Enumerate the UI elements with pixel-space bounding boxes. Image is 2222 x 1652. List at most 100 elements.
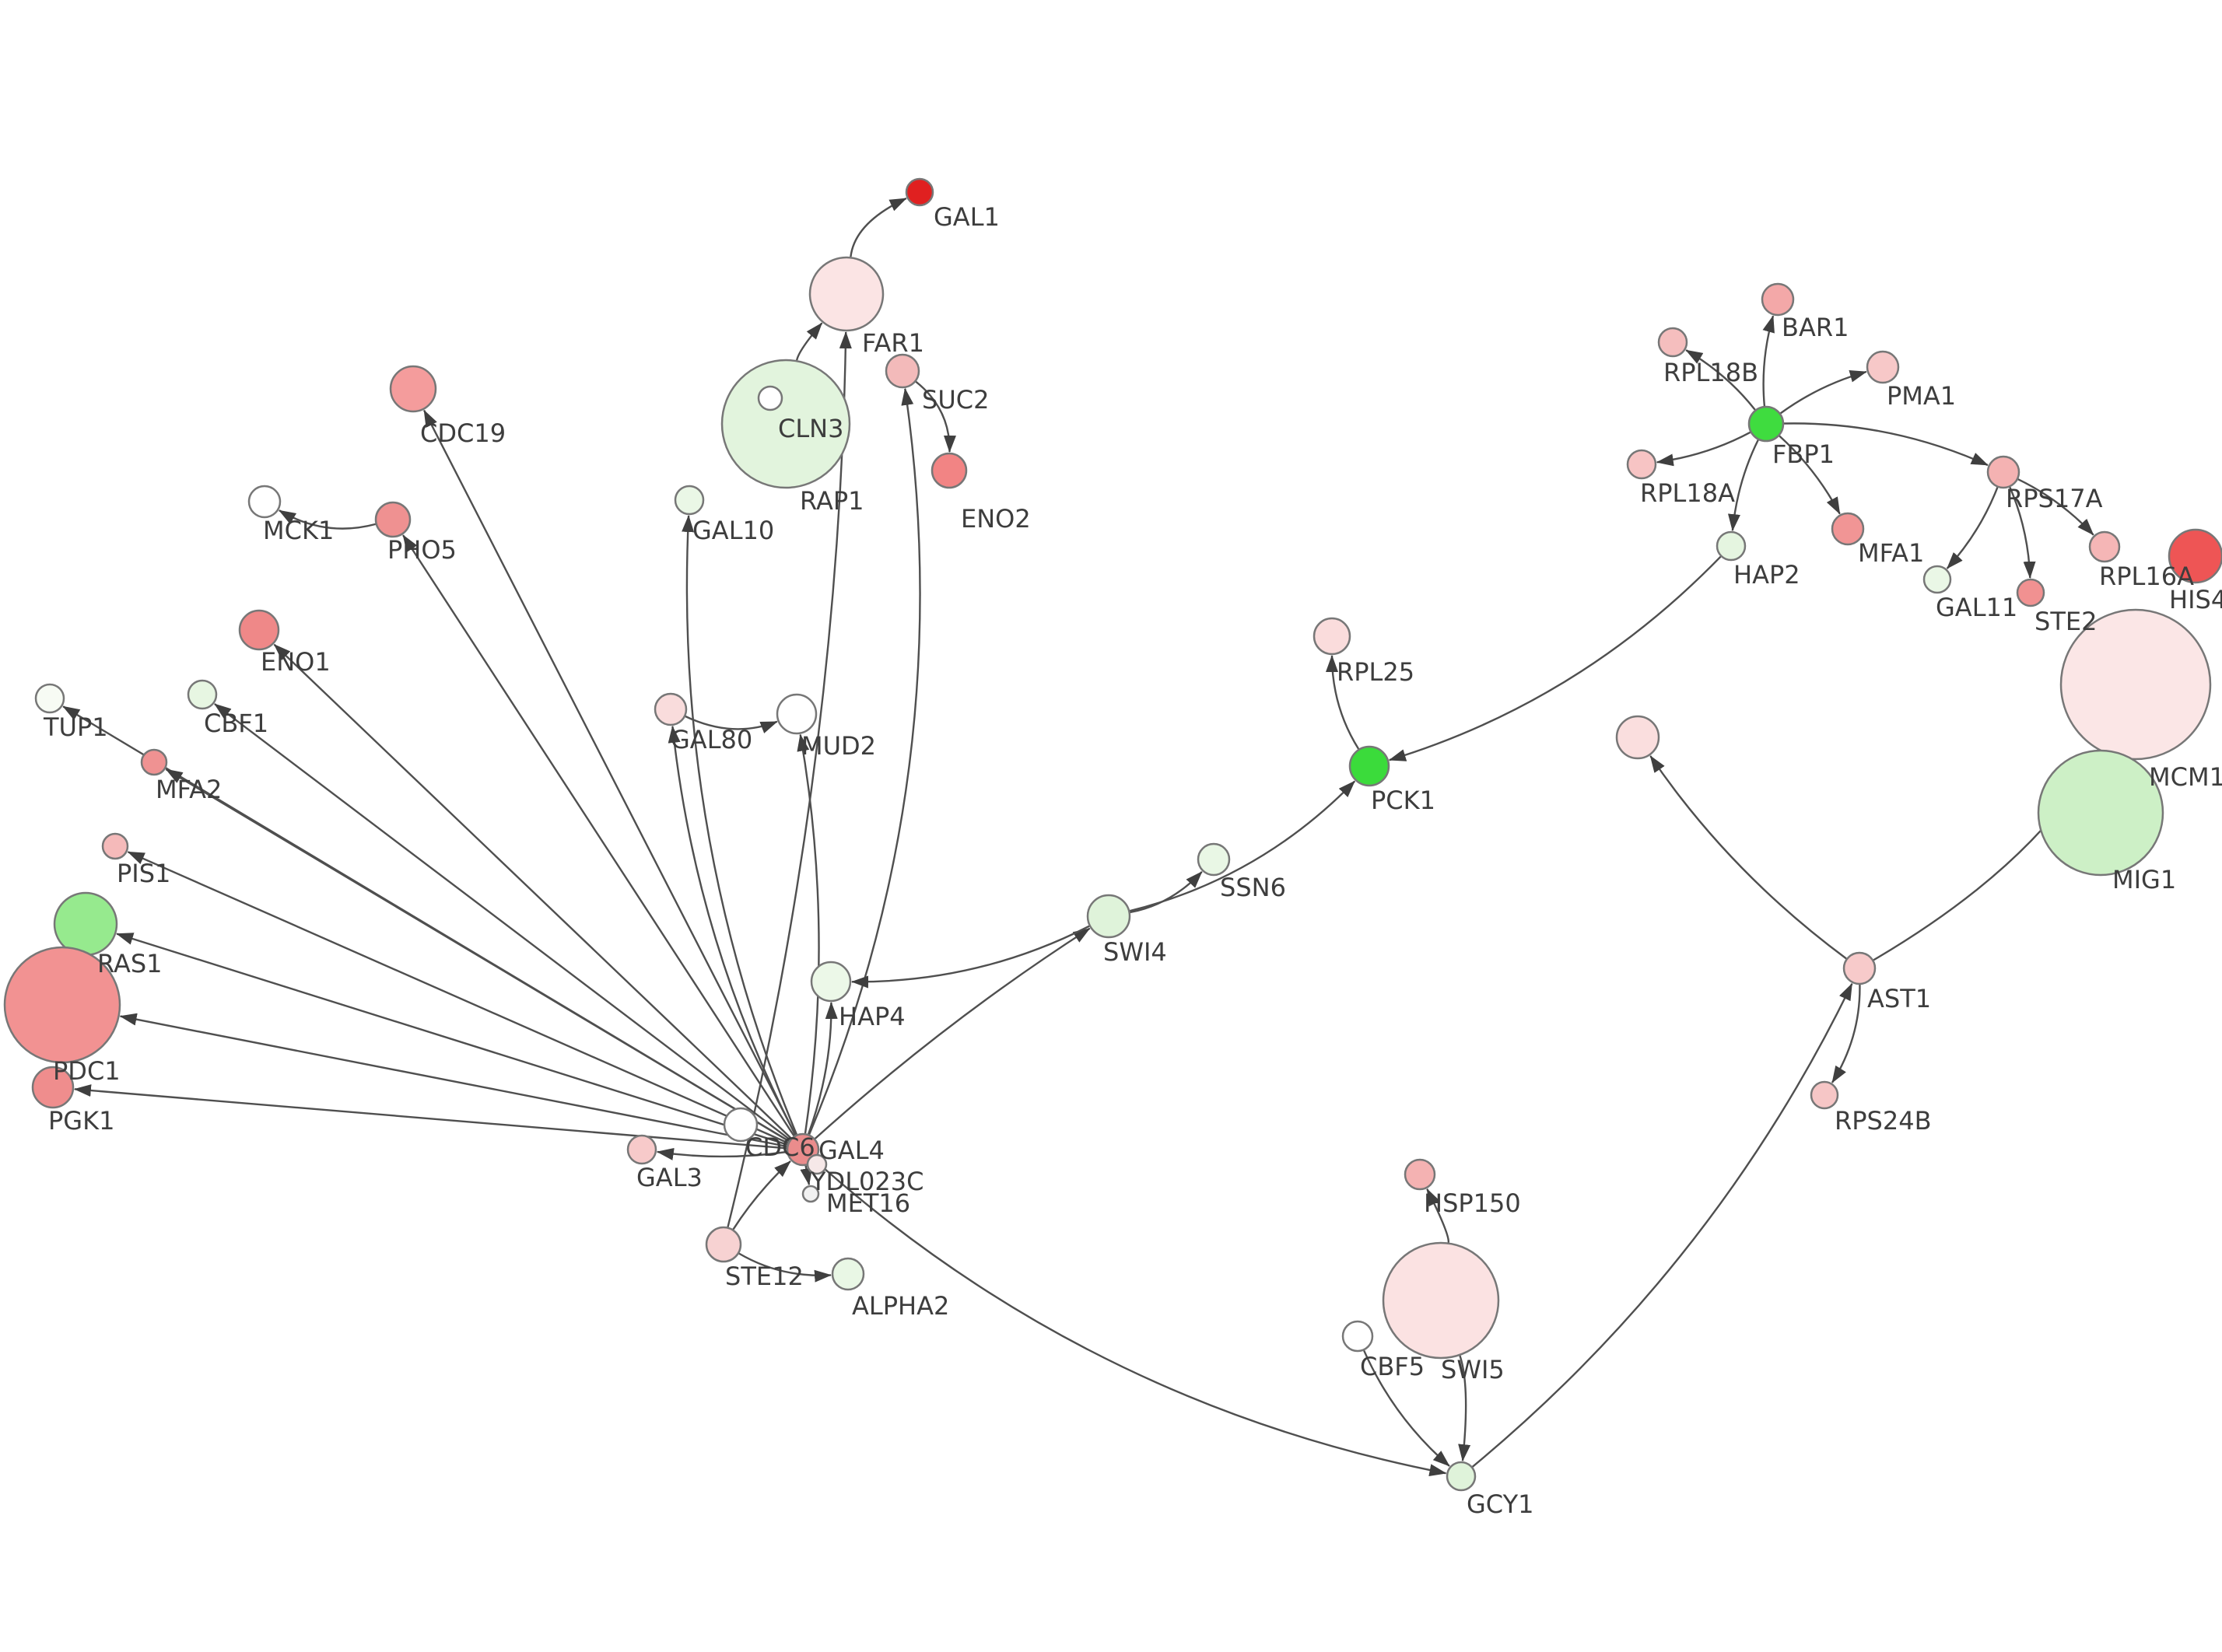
node-SWI5[interactable]	[1382, 1241, 1500, 1360]
edge-GAL4-MUD2[interactable]	[797, 733, 820, 1134]
node-YDL023C[interactable]	[806, 1153, 828, 1175]
edge-FBP1-RPS17A[interactable]	[1783, 422, 1989, 467]
edge-GAL4-CBF1[interactable]	[214, 703, 791, 1141]
edge-SWI4-PCK1[interactable]	[1129, 780, 1356, 912]
node-ENO1[interactable]	[238, 609, 280, 651]
node-PGK1[interactable]	[31, 1066, 75, 1109]
node-RPS24B[interactable]	[1810, 1080, 1839, 1110]
edge-FBP1-HAP2[interactable]	[1728, 439, 1759, 532]
edge-GAL4-GAL3[interactable]	[656, 1147, 787, 1160]
node-TUP1[interactable]	[34, 683, 65, 714]
node-FBP1[interactable]	[1747, 405, 1785, 443]
node-PIS1[interactable]	[101, 832, 129, 860]
node-HAP4[interactable]	[810, 961, 852, 1003]
edge-GAL80-MUD2[interactable]	[685, 715, 778, 733]
edge-CBF5-GCY1[interactable]	[1363, 1349, 1450, 1467]
node-RPL25[interactable]	[1313, 617, 1351, 656]
node-HAP2[interactable]	[1716, 530, 1747, 562]
node-MCM1[interactable]	[2059, 608, 2212, 761]
edge-GAL4-SUC2[interactable]	[808, 387, 921, 1136]
edge-GAL4-CDC19[interactable]	[423, 409, 797, 1136]
edge-SWI5-HSP150[interactable]	[1426, 1188, 1450, 1243]
node-GCY1[interactable]	[1446, 1461, 1477, 1492]
edge-RPS17A-GAL11[interactable]	[1946, 487, 1999, 569]
edge-HAP2-PCK1[interactable]	[1388, 555, 1722, 761]
edge-FBP1-RPL18B[interactable]	[1685, 349, 1756, 411]
node-RPL18B[interactable]	[1657, 327, 1688, 358]
node-RPL16A[interactable]	[2088, 530, 2121, 563]
node-HSP150[interactable]	[1404, 1158, 1436, 1191]
edge-GAL4-PGK1[interactable]	[73, 1084, 787, 1150]
edge-SWI4-HAP4[interactable]	[851, 925, 1090, 989]
edge-GAL4-RAS1[interactable]	[116, 933, 788, 1146]
node-CDC19[interactable]	[389, 365, 437, 413]
edge-GAL4-GCY1[interactable]	[814, 1160, 1447, 1477]
edge-SUC2-ENO2[interactable]	[915, 380, 956, 453]
node-RPL18A[interactable]	[1626, 449, 1657, 480]
edge-FAR1-GAL1[interactable]	[850, 198, 907, 257]
edge-GAL4-PIS1[interactable]	[127, 851, 789, 1144]
node-MET16[interactable]	[801, 1185, 820, 1203]
edge-FBP1-BAR1[interactable]	[1762, 315, 1775, 407]
node-GAL10[interactable]	[674, 485, 705, 516]
node-SUC2[interactable]	[885, 353, 920, 389]
edge-STE12-GAL4[interactable]	[732, 1160, 791, 1230]
edge-GAL4-HAP4[interactable]	[807, 1002, 838, 1135]
node-GAL1[interactable]	[905, 177, 934, 207]
node-PCK1[interactable]	[1348, 745, 1390, 787]
node-STE12[interactable]	[705, 1226, 742, 1263]
node-FAR1[interactable]	[808, 256, 885, 332]
node-PMA1[interactable]	[1866, 350, 1900, 384]
node-UNLABELED1[interactable]	[1615, 715, 1660, 760]
node-CDC6[interactable]	[723, 1107, 759, 1143]
node-PHO5[interactable]	[374, 501, 412, 538]
edge-FBP1-RPL18A[interactable]	[1656, 431, 1751, 467]
node-SSN6[interactable]	[1197, 842, 1231, 877]
node-CBF1[interactable]	[187, 679, 218, 710]
edge-GAL4-PHO5[interactable]	[402, 534, 795, 1137]
edge-PCK1-RPL25[interactable]	[1326, 655, 1360, 750]
edge-GAL4-GAL10[interactable]	[682, 515, 798, 1136]
edge-STE12-ALPHA2[interactable]	[738, 1252, 832, 1283]
edge-GAL4-ENO1[interactable]	[273, 643, 792, 1139]
node-HIS4[interactable]	[2168, 528, 2222, 584]
node-BAR1[interactable]	[1761, 282, 1795, 317]
node-GAL11[interactable]	[1922, 565, 1952, 594]
node-RAP1[interactable]	[757, 385, 783, 411]
edge-GAL4-MET16[interactable]	[800, 1165, 813, 1186]
edge-SWI4-SSN6[interactable]	[1130, 871, 1203, 914]
edge-RPS17A-STE2[interactable]	[2009, 486, 2036, 579]
node-PDC1[interactable]	[3, 946, 121, 1064]
node-MUD2[interactable]	[776, 693, 818, 735]
node-RPS17A[interactable]	[1986, 455, 2020, 489]
node-MIG1[interactable]	[2037, 749, 2164, 877]
edge-GAL4-GAL80[interactable]	[668, 725, 797, 1136]
node-GAL3[interactable]	[626, 1134, 657, 1165]
edge-GAL4-PDC1[interactable]	[119, 1013, 787, 1148]
node-GAL80[interactable]	[654, 692, 688, 726]
node-MCK1[interactable]	[247, 485, 282, 519]
edge-FBP1-MFA1[interactable]	[1779, 435, 1841, 515]
edge-AST1-RPS24B[interactable]	[1831, 984, 1861, 1083]
node-STE2[interactable]	[2016, 578, 2045, 607]
node-CBF5[interactable]	[1341, 1320, 1374, 1353]
node-ENO2[interactable]	[931, 452, 968, 489]
node-RAS1[interactable]	[53, 891, 118, 957]
node-CLN3[interactable]	[720, 359, 851, 489]
edge-PHO5-MCK1[interactable]	[279, 509, 377, 530]
edge-GCY1-AST1[interactable]	[1471, 982, 1853, 1468]
edge-GAL4-MFA2[interactable]	[165, 768, 790, 1143]
edge-AST1-UNLABELED1[interactable]	[1649, 755, 1847, 960]
node-MFA2[interactable]	[140, 748, 168, 776]
edge-CLN3-FAR1[interactable]	[796, 322, 823, 361]
edge-GAL4-SWI4[interactable]	[814, 927, 1091, 1139]
node-SWI4[interactable]	[1086, 894, 1131, 939]
node-ALPHA2[interactable]	[831, 1257, 865, 1291]
edge-FBP1-PMA1[interactable]	[1779, 369, 1867, 415]
edge-SWI5-GCY1[interactable]	[1458, 1355, 1471, 1462]
node-AST1[interactable]	[1842, 951, 1877, 985]
edge-STE12-FAR1[interactable]	[727, 331, 852, 1227]
edge-RPS17A-RPL16A[interactable]	[2017, 478, 2094, 536]
node-MFA1[interactable]	[1831, 512, 1865, 546]
